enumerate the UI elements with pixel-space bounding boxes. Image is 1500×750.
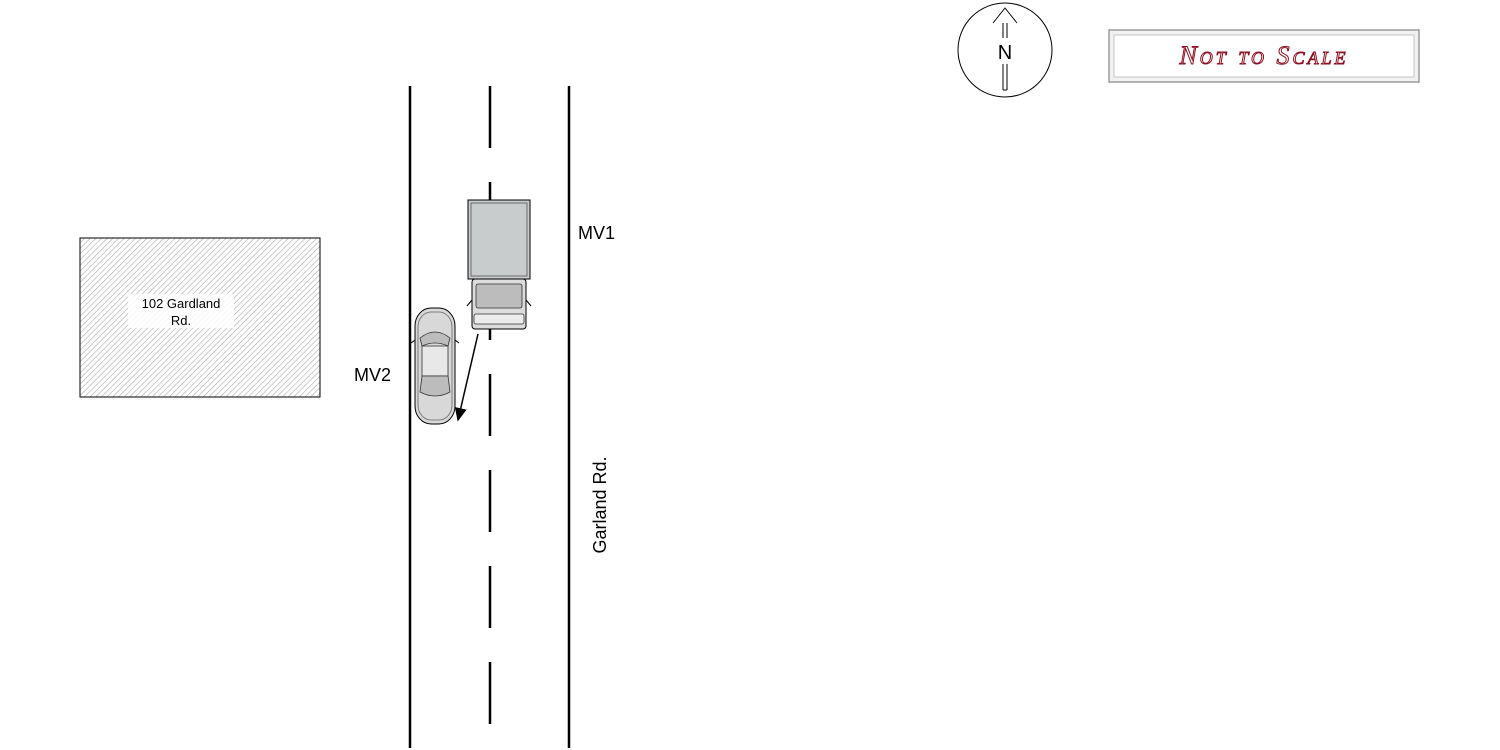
- vehicle-mv1-truck: [466, 199, 532, 330]
- vehicle-2-label: MV2: [354, 365, 391, 385]
- vehicle-1-label: MV1: [578, 223, 615, 243]
- vehicle-mv2-car: [410, 307, 460, 425]
- compass-north-label: N: [998, 42, 1012, 64]
- road-name-label: Garland Rd.: [590, 456, 610, 553]
- building-label-line2: Rd.: [171, 313, 191, 328]
- north-compass: N: [957, 2, 1053, 98]
- movement-arrow: [454, 333, 479, 422]
- scale-note-box: Not to Scale: [1108, 29, 1420, 83]
- road: [408, 86, 571, 748]
- scale-note-text: Not to Scale: [1178, 41, 1348, 70]
- building-label-line1: 102 Gardland: [142, 296, 221, 311]
- building: 102 Gardland Rd.: [79, 237, 321, 398]
